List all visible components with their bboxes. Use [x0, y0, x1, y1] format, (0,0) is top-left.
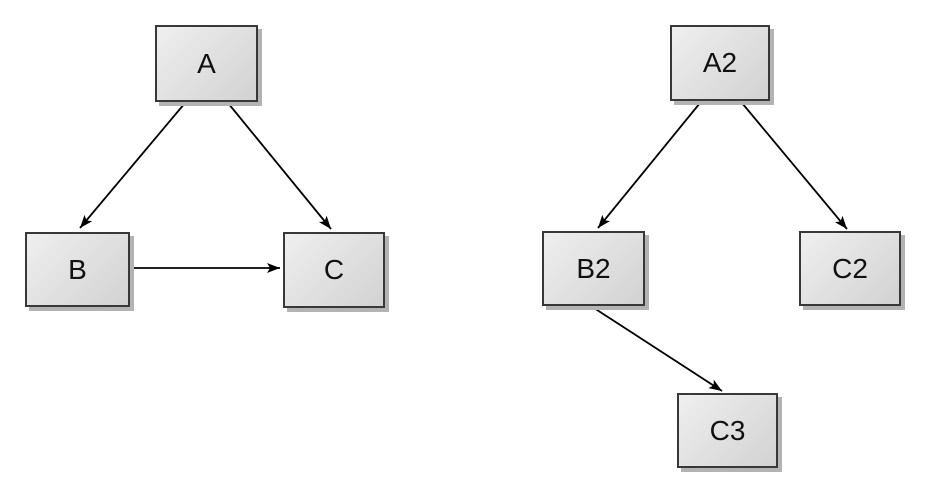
edge-B2-C3	[593, 307, 723, 392]
node-A2[interactable]: A2	[670, 25, 770, 101]
node-label: C3	[709, 414, 746, 446]
node-label: A	[197, 47, 216, 79]
edge-A2-C2	[741, 102, 848, 230]
edge-A2-B2	[597, 102, 701, 229]
node-label: B	[68, 253, 87, 285]
node-label: A2	[702, 47, 738, 78]
edge-A-B	[79, 102, 186, 229]
node-label: B2	[576, 252, 611, 284]
node-C3[interactable]: C3	[677, 393, 778, 468]
edge-A-C	[227, 102, 332, 230]
node-label: C2	[832, 252, 868, 284]
node-A[interactable]: A	[155, 25, 258, 102]
node-label: C	[323, 254, 345, 285]
node-C2[interactable]: C2	[799, 231, 901, 306]
node-C[interactable]: C	[283, 232, 385, 308]
node-B2[interactable]: B2	[542, 231, 645, 306]
node-B[interactable]: B	[25, 232, 130, 307]
